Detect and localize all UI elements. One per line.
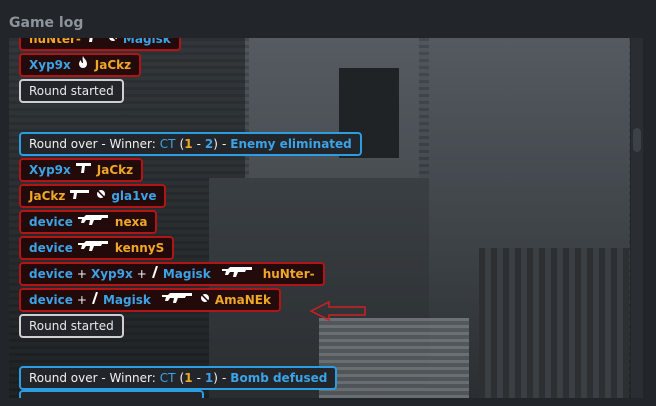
- flash-assister-name: Magisk: [162, 267, 211, 281]
- background-crates: [479, 248, 629, 398]
- kill-assist-entry: device + Magisk AmaNEk: [19, 288, 281, 312]
- flash-assister-name: Magisk: [102, 293, 151, 307]
- round-over-entry: Round over - Winner: CT ( 1 - 2 ) - Enem…: [19, 132, 362, 156]
- round-end-reason: Enemy eliminated: [230, 137, 352, 151]
- killer-name: Xyp9x: [29, 163, 71, 177]
- victim-name: gla1ve: [111, 189, 157, 203]
- scrollbar-thumb[interactable]: [633, 128, 641, 152]
- kill-entry: JaCkz gla1ve: [19, 184, 167, 208]
- kill-entry: device nexa: [19, 210, 158, 234]
- headshot-icon: [95, 186, 107, 206]
- rifle-icon: [77, 238, 111, 258]
- round-over-prefix: Round over - Winner:: [29, 371, 156, 385]
- flashbang-icon: [151, 264, 159, 284]
- game-log-title: Game log: [9, 15, 84, 31]
- victim-name: huNter-: [262, 267, 315, 281]
- kill-entry: Xyp9x JaCkz: [19, 53, 142, 77]
- kill-assist-entry: device + Xyp9x + Magisk huNter-: [19, 262, 325, 286]
- pistol-icon: [69, 186, 91, 206]
- kill-entry: Xyp9x JaCkz: [19, 158, 144, 182]
- assist-plus: +: [76, 293, 87, 307]
- round-over-entry: Round over - Winner: CT ( 1 - 1 ) - Bomb…: [19, 366, 338, 390]
- reason-separator: -: [221, 137, 227, 151]
- score-dash: -: [196, 137, 201, 151]
- victim-name: JaCkz: [96, 163, 134, 177]
- round-over-prefix: Round over - Winner:: [29, 137, 156, 151]
- killer-name: device: [29, 267, 73, 281]
- round-end-reason: Bomb defused: [230, 371, 328, 385]
- game-log-panel: huNter- Magisk Xyp9x JaCkz Round started…: [9, 38, 630, 398]
- assist-plus: +: [136, 267, 147, 281]
- killer-name: Xyp9x: [29, 58, 71, 72]
- pistol-icon: [75, 160, 93, 180]
- victim-name: JaCkz: [94, 58, 132, 72]
- round-started-entry: Round started: [19, 314, 124, 338]
- log-scrollbar[interactable]: [631, 38, 643, 398]
- score-open: (: [179, 137, 185, 151]
- assist-plus: +: [76, 267, 87, 281]
- killer-name: device: [29, 293, 73, 307]
- annotation-arrow-icon: [309, 300, 366, 322]
- pistol-icon: [85, 38, 103, 49]
- victim-name: nexa: [114, 215, 148, 229]
- killer-name: JaCkz: [29, 189, 66, 203]
- winner-team: CT: [159, 137, 176, 151]
- score-close: ): [213, 371, 218, 385]
- score-t: 1: [184, 137, 193, 151]
- kill-entry: device kennyS: [19, 236, 175, 260]
- rifle-icon: [161, 290, 195, 310]
- victim-name: kennyS: [114, 241, 165, 255]
- score-ct: 1: [204, 371, 214, 385]
- headshot-icon: [199, 290, 211, 310]
- score-t: 1: [184, 371, 193, 385]
- victim-name: AmaNEk: [214, 293, 271, 307]
- killer-name: device: [29, 215, 73, 229]
- headshot-icon: [107, 38, 119, 49]
- score-ct: 2: [204, 137, 214, 151]
- killer-name: huNter-: [29, 38, 81, 46]
- background-crates: [319, 318, 469, 398]
- kill-entry: huNter- Magisk: [19, 38, 181, 51]
- round-started-entry: Round started: [19, 79, 124, 103]
- assister-name: Xyp9x: [90, 267, 133, 281]
- rifle-icon: [221, 264, 255, 284]
- score-dash: -: [196, 371, 201, 385]
- fire-icon: [75, 55, 91, 75]
- victim-name: Magisk: [122, 38, 171, 46]
- rifle-icon: [77, 212, 111, 232]
- log-entry-partial: [19, 390, 204, 398]
- killer-name: device: [29, 241, 73, 255]
- flashbang-icon: [91, 290, 99, 310]
- score-open: (: [179, 371, 185, 385]
- score-close: ): [213, 137, 218, 151]
- reason-separator: -: [221, 371, 227, 385]
- winner-team: CT: [159, 371, 176, 385]
